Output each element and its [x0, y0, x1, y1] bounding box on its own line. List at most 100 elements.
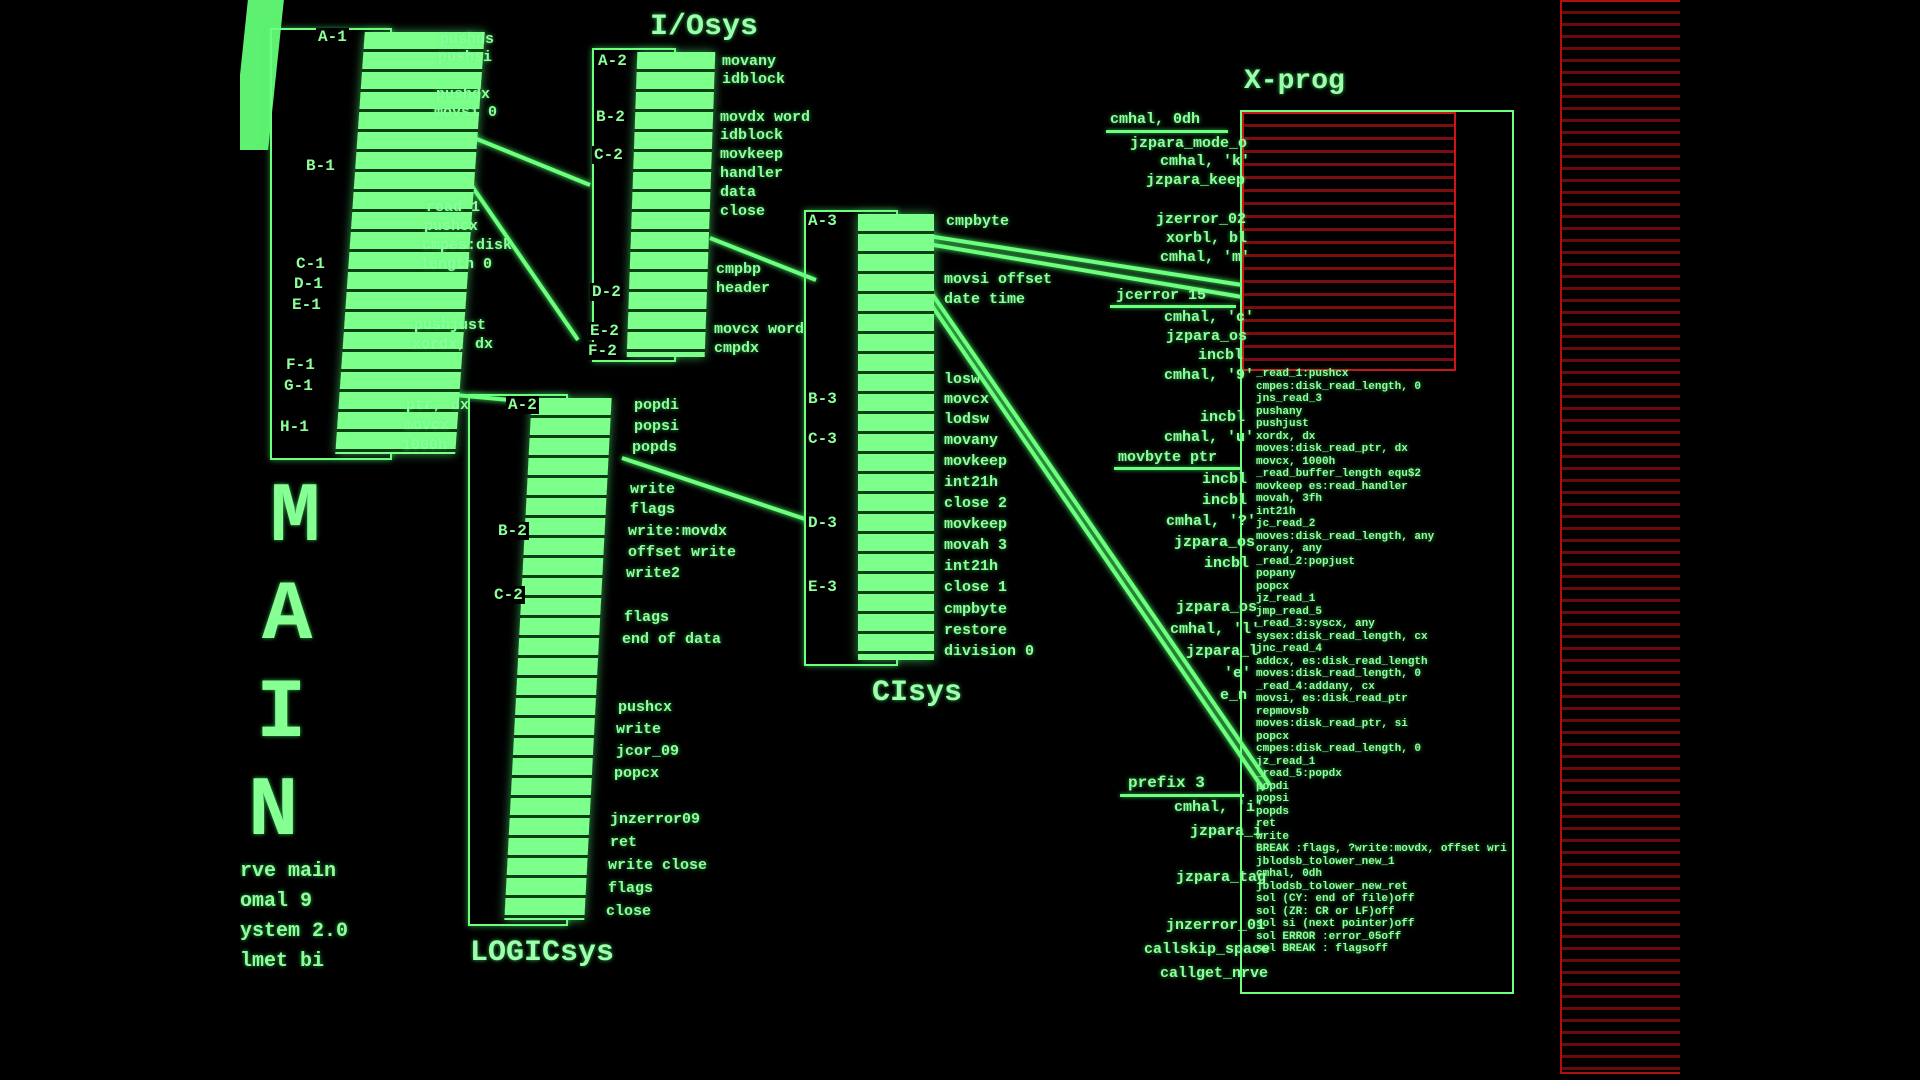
code-line: BREAK :flags, ?write:movdx, offset wri: [1256, 843, 1507, 855]
code-line: moves:disk_read_ptr, dx: [1256, 443, 1408, 455]
main-label: pushjust: [414, 317, 487, 334]
ci-label: movcx: [944, 391, 990, 408]
main-tag: F-1: [284, 356, 317, 374]
link-io-ci: [709, 236, 817, 282]
logic-label: jnzerror09: [610, 811, 701, 828]
main-label: movsi 0: [434, 104, 498, 121]
main-title: M A I N: [248, 470, 320, 862]
x-label: cmhal, 'i': [1174, 799, 1265, 816]
x-label: xorbl, bl: [1166, 230, 1248, 247]
link-ci-x1: [927, 234, 1243, 287]
ci-cells: [858, 214, 934, 660]
code-line: moves:disk_read_ptr, si: [1256, 718, 1408, 730]
code-line: jz_read_1: [1256, 755, 1316, 768]
io-label: header: [716, 280, 771, 297]
x-underline: [1106, 130, 1228, 133]
main-label: length 0: [420, 256, 493, 273]
x-label: prefix 3: [1128, 774, 1205, 792]
code-line: jz_read_1: [1256, 593, 1316, 605]
x-label: 'e': [1224, 665, 1252, 682]
main-label: xordx, dx: [412, 336, 494, 353]
code-line: jblodsb_tolower_new_1: [1256, 855, 1395, 868]
x-label: cmhal, 'm': [1160, 249, 1251, 266]
ci-label: close 2: [944, 495, 1008, 512]
x-label: cmhal, 'k': [1160, 153, 1251, 170]
io-label: data: [720, 184, 757, 201]
code-line: movsi, es:disk_read_ptr: [1256, 693, 1408, 705]
x-label: callget_nrve: [1160, 965, 1269, 982]
code-line: popdi: [1256, 780, 1290, 793]
main-footer-line: rve main: [240, 860, 337, 883]
ci-label: movah 3: [944, 537, 1008, 554]
logic-tag: C-2: [492, 586, 525, 604]
link-ci-x3: [926, 286, 1272, 787]
main-tag: H-1: [278, 418, 311, 436]
ci-label: date time: [944, 291, 1026, 308]
logic-tag: A-2: [506, 396, 539, 414]
code-line: _read_buffer_length equ$2: [1256, 468, 1422, 480]
code-line: write: [1256, 830, 1290, 843]
x-label: cmhal, '9': [1164, 367, 1255, 384]
logic-label: write close: [608, 857, 708, 874]
x-label: movbyte ptr: [1118, 449, 1218, 466]
ci-tag: E-3: [806, 578, 839, 596]
main-label: pushds: [440, 31, 495, 48]
xprog-title: X-prog: [1244, 66, 1345, 97]
code-line: popcx: [1256, 580, 1290, 593]
ci-label: cmpbyte: [946, 213, 1010, 230]
logic-label: close: [606, 903, 652, 920]
main-tag: E-1: [290, 296, 323, 314]
main-tag: G-1: [282, 377, 315, 395]
code-line: pushjust: [1256, 418, 1309, 430]
xprog-red-overlay: [1242, 112, 1456, 371]
io-tag: A-2: [596, 52, 629, 70]
logic-label: pushcx: [618, 699, 673, 716]
terminal-screen: A-1 B-1 C-1 D-1 E-1 F-1 G-1 H-1 pushds p…: [240, 0, 1680, 1080]
code-line: sysex:disk_read_length, cx: [1256, 630, 1428, 643]
logic-label: popsi: [634, 418, 680, 435]
logic-label: write:movdx: [628, 523, 728, 540]
code-line: jblodsb_tolower_new_ret: [1256, 880, 1408, 893]
ci-label: movany: [944, 432, 999, 449]
main-label: ptr, dx: [406, 397, 470, 414]
main-label: pushdx: [436, 86, 491, 103]
code-line: _read_3:syscx, any: [1256, 618, 1375, 630]
code-line: sol ERROR :error_05off: [1256, 930, 1402, 943]
code-line: sol si (next pointer)off: [1256, 918, 1415, 930]
x-underline: [1120, 794, 1244, 797]
io-tag: E-2: [588, 322, 621, 340]
io-tag: B-2: [594, 108, 627, 126]
logic-label: jcor_09: [616, 743, 680, 760]
ci-label: cmpbyte: [944, 601, 1008, 618]
x-label: jzpara_keep: [1146, 172, 1246, 189]
x-label: jzpara_mode_o: [1130, 135, 1248, 152]
ci-label: int21h: [944, 558, 999, 575]
logic-label: flags: [608, 880, 654, 897]
x-label: cmhal, 0dh: [1110, 111, 1201, 128]
x-label: jcerror 15: [1116, 287, 1207, 304]
code-line: _read_1:pushcx: [1256, 368, 1349, 380]
io-cells: [626, 52, 716, 357]
link-ci-x2: [927, 242, 1243, 299]
x-label: jzpara_l: [1186, 643, 1259, 660]
logic-label: ret: [610, 834, 638, 851]
io-label: movkeep: [720, 146, 784, 163]
ci-label: int21h: [944, 474, 999, 491]
code-line: xordx, dx: [1256, 430, 1316, 443]
link-logic-ci: [621, 456, 815, 524]
code-line: popds: [1256, 805, 1290, 818]
x-label: e_n: [1220, 687, 1248, 704]
ci-tag: B-3: [806, 390, 839, 408]
io-label: idblock: [720, 127, 784, 144]
io-tag: D-2: [590, 283, 623, 301]
x-label: jzpara_i: [1190, 823, 1263, 840]
code-line: sol (CY: end of file)off: [1256, 893, 1415, 905]
logic-label: write: [630, 481, 676, 498]
code-line: _read_2:popjust: [1256, 555, 1356, 568]
ci-label: movkeep: [944, 516, 1008, 533]
ci-label: losw: [944, 371, 981, 388]
code-line: popsi: [1256, 793, 1290, 805]
x-label: incbl: [1200, 409, 1246, 426]
code-line: jc_read_2: [1256, 518, 1316, 530]
